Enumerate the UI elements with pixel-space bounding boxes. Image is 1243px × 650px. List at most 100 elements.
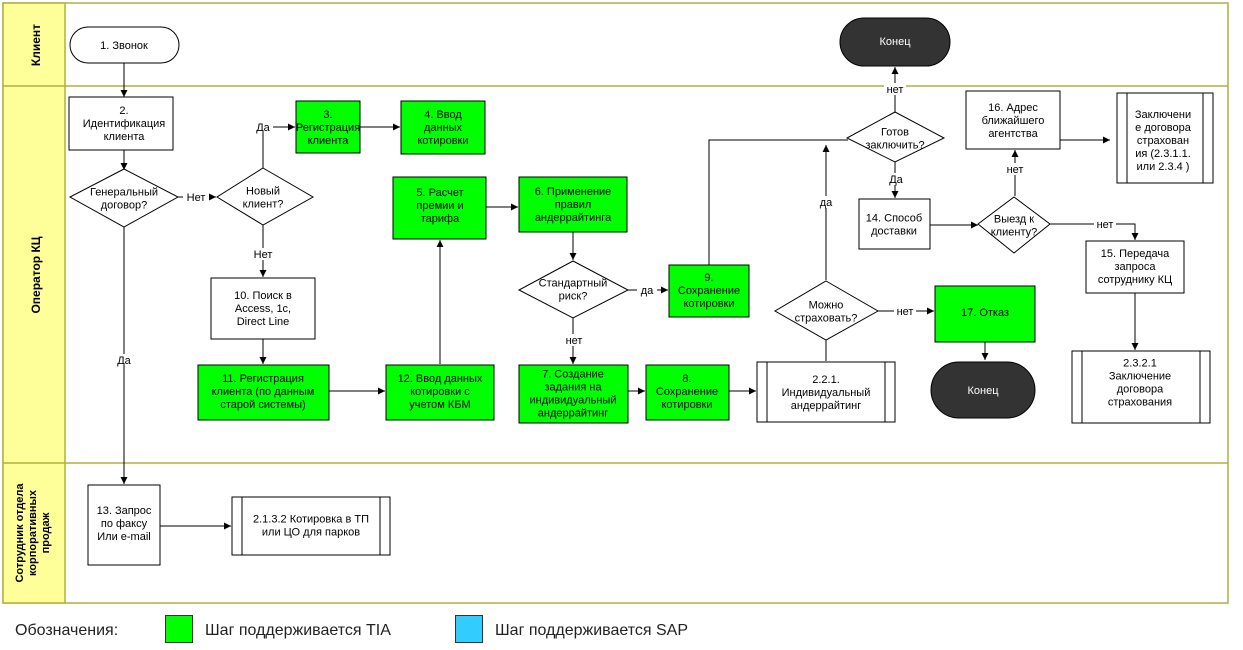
node-text-line: 2.3.2.1 xyxy=(1123,357,1157,369)
edge-label-can-no: нет xyxy=(897,306,914,318)
legend-swatch-sap xyxy=(455,615,483,643)
node-text-line: запроса xyxy=(1115,261,1157,273)
node-text-line: андеррайтинг xyxy=(538,407,609,419)
edge-label-new-no: Нет xyxy=(254,249,273,261)
node-text-line: котировки xyxy=(683,298,734,310)
node-text-line: Access, 1c, xyxy=(235,303,291,315)
node-text-line: Конец xyxy=(879,36,911,48)
node-text-line: 12. Ввод данных xyxy=(398,373,483,385)
node-text-line: Или e-mail xyxy=(97,531,150,543)
lane-label-client: Клиент xyxy=(29,24,43,66)
edge-label-std-no: нет xyxy=(566,335,583,347)
node-text-line: задания на xyxy=(544,381,602,393)
node-text-line: или ЦО для парков xyxy=(262,526,360,538)
node-text-line: Стандартный xyxy=(539,277,608,289)
node-text-line: Конец xyxy=(967,385,999,397)
edge-label-visit-yes: нет xyxy=(1007,164,1024,176)
svg-text:Сотрудник отдела: Сотрудник отдела xyxy=(14,483,26,583)
node-text-line: Выезд к xyxy=(994,213,1034,225)
terminal-end-top: Конец xyxy=(839,17,951,67)
node-text-line: учетом КБМ xyxy=(409,399,470,411)
step-1-call: 1. Звонок xyxy=(69,26,180,64)
node-text-line: старой системы) xyxy=(220,399,305,411)
node-text-line: 2.2.1. xyxy=(812,374,840,386)
node-text-line: ближайшего xyxy=(982,115,1045,127)
node-text-line: Можно xyxy=(809,299,844,311)
node-text-line: 14. Способ xyxy=(866,212,922,224)
node-text-line: андеррайтинга xyxy=(535,212,612,224)
node-text-line: Direct Line xyxy=(237,316,290,328)
node-text-line: страхован xyxy=(1137,135,1189,147)
node-text-line: 7. Создание xyxy=(542,368,604,380)
node-text-line: Готов xyxy=(881,126,909,138)
node-text-line: 2. xyxy=(119,105,128,117)
edges xyxy=(120,63,1139,530)
node-text-line: сотруднику КЦ xyxy=(1098,274,1172,286)
node-text-line: Индивидуальный xyxy=(782,387,871,399)
node-text-line: Регистрация xyxy=(296,122,360,134)
node-text-line: Сохранение xyxy=(656,386,718,398)
legend-label-tia: Шаг поддерживается TIA xyxy=(205,622,391,639)
edge-label-gen-yes: Да xyxy=(117,355,131,367)
node-text-line: клиента xyxy=(104,131,146,143)
node-text-line: агентства xyxy=(988,128,1038,140)
node-text-line: страховать? xyxy=(795,312,858,324)
node-text-line: ия (2.3.1.1. xyxy=(1135,148,1191,160)
node-text-line: клиент? xyxy=(243,198,284,210)
edge-label-gen-no: Нет xyxy=(187,192,206,204)
node-text-line: премии и xyxy=(416,200,463,212)
lane-label-corp: Сотрудник отдела корпоративных продаж xyxy=(14,483,52,583)
legend: Обозначения: Шаг поддерживается TIA Шаг … xyxy=(0,604,1243,650)
edge-label-can-yes: да xyxy=(820,197,833,209)
node-text-line: Новый xyxy=(246,185,280,197)
node-text-line: 15. Передача xyxy=(1101,248,1170,260)
svg-text:продаж: продаж xyxy=(40,512,52,553)
lane-label-operator: Оператор КЦ xyxy=(29,236,43,313)
node-text-line: Генеральный xyxy=(90,186,158,198)
edge-label-visit-no: нет xyxy=(1097,219,1114,231)
legend-title: Обозначения: xyxy=(15,622,119,639)
node-text-line: риск? xyxy=(559,290,588,302)
node-text-line: заключить? xyxy=(865,139,924,151)
edge-label-new-yes: Да xyxy=(256,122,270,134)
edge-label-ready-no: нет xyxy=(887,84,904,96)
node-text-line: котировки xyxy=(661,399,712,411)
step-17-refusal: 17. Отказ xyxy=(934,285,1036,343)
node-text-line: тарифа xyxy=(421,213,460,225)
node-text-line: Заключени xyxy=(1135,109,1191,121)
node-text-line: 1. Звонок xyxy=(100,40,148,52)
process-flowchart: Клиент Оператор КЦ Сотрудник отдела корп… xyxy=(2,2,1229,604)
node-text-line: данных xyxy=(424,122,463,134)
node-text-line: Идентификация xyxy=(83,118,166,130)
node-text-line: клиента (по данным xyxy=(212,386,315,398)
node-text-line: или 2.3.4 ) xyxy=(1137,161,1190,173)
node-text-line: клиенту? xyxy=(991,226,1037,238)
node-text-line: 4. Ввод xyxy=(424,109,462,121)
node-text-line: договора xyxy=(1117,383,1164,395)
node-text-line: андеррайтинг xyxy=(791,400,862,412)
node-text-line: 3. xyxy=(323,109,332,121)
node-text-line: 5. Расчет xyxy=(416,187,463,199)
legend-swatch-tia xyxy=(165,615,193,643)
node-text-line: 8. xyxy=(682,373,691,385)
node-text-line: котировки xyxy=(417,135,468,147)
edge-label-ready-yes: Да xyxy=(889,174,903,186)
edge-label-std-yes: да xyxy=(641,285,654,297)
legend-label-sap: Шаг поддерживается SAP xyxy=(495,622,689,639)
terminal-end-bottom: Конец xyxy=(930,361,1036,419)
